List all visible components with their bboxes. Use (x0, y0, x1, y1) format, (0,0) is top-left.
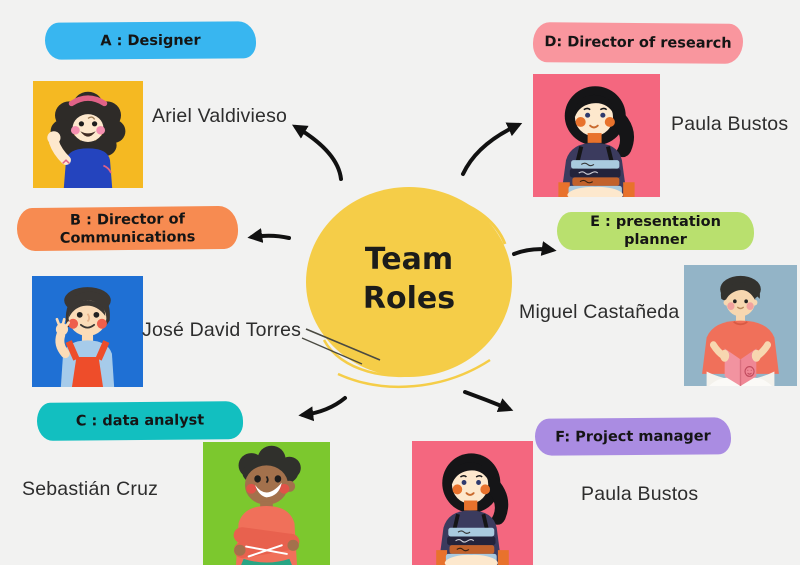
role-image-presentation-planner (684, 265, 797, 386)
role-pill-presentation-planner: E : presentation planner (557, 212, 754, 250)
role-image-project-manager (412, 441, 533, 565)
arrow-to-data-analyst-icon (298, 396, 347, 422)
arrow-to-designer-icon (291, 124, 343, 181)
arrow-to-presentation-planner-icon (512, 241, 557, 256)
member-name-designer: Ariel Valdivieso (152, 105, 288, 127)
character-boy-arms-crossed-icon (203, 442, 330, 565)
role-label-data-analyst: C : data analyst (75, 412, 205, 430)
member-name-director-of-communications: José David Torres (142, 319, 302, 341)
role-pill-designer: A : Designer (44, 21, 257, 60)
role-label-presentation-planner: E : presentation planner (590, 214, 721, 248)
arrow-to-project-manager-icon (463, 390, 514, 413)
role-pill-director-of-communications: B : Director of Communications (16, 205, 239, 252)
character-girl-holding-books-icon (533, 74, 660, 197)
diagram-title-line1: Team (364, 242, 454, 277)
arrow-to-director-of-communications-icon (247, 228, 291, 243)
role-label-director-of-research: D: Director of research (544, 34, 732, 52)
role-pill-director-of-research: D: Director of research (532, 22, 744, 64)
arrow-to-director-of-research-icon (461, 122, 523, 176)
role-image-data-analyst (203, 442, 330, 565)
member-name-presentation-planner: Miguel Castañeda (519, 301, 680, 323)
member-name-project-manager: Paula Bustos (581, 483, 699, 505)
role-label-project-manager: F: Project manager (555, 427, 711, 446)
role-image-director-of-communications (32, 276, 143, 387)
character-boy-ok-gesture-icon (32, 276, 143, 387)
character-girl-holding-books-icon (412, 441, 533, 565)
member-name-data-analyst: Sebastián Cruz (22, 478, 159, 500)
character-woman-curly-hair-icon (33, 81, 143, 188)
member-name-director-of-research: Paula Bustos (671, 113, 789, 135)
diagram-title-line2: Roles (362, 281, 456, 316)
role-label-designer: A : Designer (100, 32, 201, 49)
center-circle (301, 187, 512, 388)
role-pill-data-analyst: C : data analyst (36, 401, 244, 441)
role-image-director-of-research (533, 74, 660, 197)
character-boy-reading-book-icon (684, 265, 797, 386)
role-image-designer (33, 81, 143, 188)
diagram-title: Team Roles (292, 240, 526, 318)
role-label-director-of-communications: B : Director of Communications (59, 210, 196, 247)
role-pill-project-manager: F: Project manager (534, 417, 732, 456)
